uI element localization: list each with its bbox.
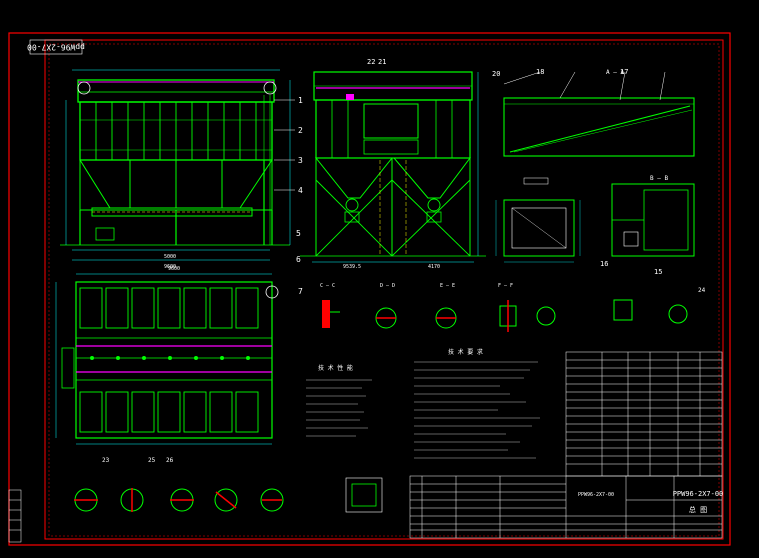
section-dd-label: D — D: [380, 283, 395, 289]
balloon-16: 16: [600, 260, 608, 268]
balloon-26: 26: [166, 457, 174, 464]
section-ff-label: F — F: [498, 283, 513, 289]
balloon-24: 24: [698, 287, 706, 294]
dim-front-overall: 9600: [164, 264, 176, 270]
section-aa-label: A — A: [606, 69, 624, 76]
balloon-1: 1: [298, 96, 303, 105]
bottom-details: 23 25 26: [74, 457, 383, 513]
balloon-4: 4: [298, 186, 303, 195]
drawing-inner-frame: [48, 43, 720, 537]
title-block: [409, 475, 723, 539]
balloon-15: 15: [654, 268, 662, 276]
section-bb-view: B — B 15 16: [600, 175, 695, 276]
dim-side-left: 9539.5: [343, 264, 361, 270]
section-ee-label: E — E: [440, 283, 455, 289]
drawing-frame: [44, 39, 724, 540]
section-details: C — C D — D E — E F — F 24: [320, 283, 706, 332]
title-block-sheet-title: 总 图: [689, 505, 707, 514]
rotated-drawing-no: ppW96-2X7-00: [27, 43, 85, 52]
balloon-5: 5: [296, 229, 301, 238]
sheet-border: [8, 32, 731, 546]
dim-plan-top: 9600: [168, 266, 180, 272]
detail-box-view: [495, 177, 581, 263]
side-elevation: 9539.5 4170 22 21 5 6: [296, 58, 486, 270]
dim-side-right: 4170: [428, 264, 440, 270]
tech-requirements-title: 技 术 要 求: [448, 348, 483, 356]
rotated-code-box: [29, 39, 83, 55]
balloon-18: 18: [536, 68, 544, 76]
binding-strip: [8, 489, 22, 543]
balloon-25: 25: [148, 457, 156, 464]
plan-view: 9600 7: [55, 266, 303, 445]
balloon-6: 6: [296, 255, 301, 264]
balloon-17: 17: [620, 68, 628, 76]
balloon-23: 23: [102, 457, 110, 464]
balloon-7: 7: [298, 287, 303, 296]
balloon-3: 3: [298, 156, 303, 165]
balloon-21: 21: [378, 58, 386, 66]
title-block-drawing-no: PPW96-2X7-00: [673, 490, 724, 498]
balloon-20: 20: [492, 70, 500, 78]
balloon-2: 2: [298, 126, 303, 135]
front-elevation: 5000 9600 1 2 3 4: [60, 69, 303, 270]
tech-text-block: 技 术 性 能 技 术 要 求: [306, 348, 540, 459]
balloon-22: 22: [367, 58, 375, 66]
section-bb-label: B — B: [650, 175, 668, 182]
section-cc-label: C — C: [320, 283, 335, 289]
tech-specs-title: 技 术 性 能: [318, 364, 353, 372]
title-block-product-name: PPW96-2X7-00: [578, 492, 614, 498]
section-aa-view: A — A 20 18 17: [492, 68, 695, 157]
parts-list: [565, 351, 723, 477]
dim-front-width: 5000: [164, 254, 176, 260]
